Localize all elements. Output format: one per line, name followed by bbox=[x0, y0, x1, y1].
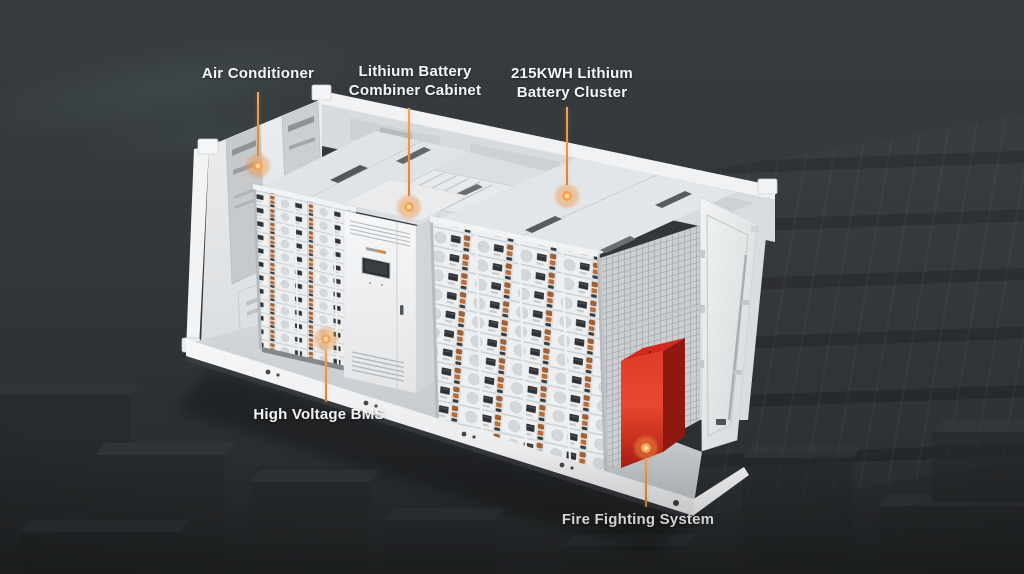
glow-dot bbox=[553, 182, 581, 210]
storage-container bbox=[181, 84, 778, 521]
callout-text: Lithium Battery bbox=[358, 63, 472, 80]
callout-text: Air Conditioner bbox=[201, 65, 315, 82]
callout-text: Fire Fighting System bbox=[561, 511, 715, 528]
door-lock-rod bbox=[727, 254, 748, 421]
leader-line bbox=[325, 350, 327, 402]
building-cube bbox=[385, 520, 495, 574]
door-handle bbox=[716, 419, 726, 425]
leader-line bbox=[566, 107, 568, 185]
callout-label: 215KWH Lithium Battery Cluster bbox=[500, 64, 644, 102]
callout-label: Air Conditioner bbox=[183, 64, 333, 83]
leader-line bbox=[257, 92, 259, 156]
left-battery-rack bbox=[253, 184, 362, 374]
building-cube bbox=[878, 506, 1024, 574]
callout-label: Lithium Battery Combiner Cabinet bbox=[341, 62, 489, 100]
callout-label: High Voltage BMS bbox=[243, 405, 395, 424]
leader-line bbox=[645, 458, 647, 507]
building-cube bbox=[565, 546, 685, 574]
right-battery-cluster bbox=[430, 216, 608, 479]
glow-dot bbox=[395, 193, 423, 221]
callout-text: Combiner Cabinet bbox=[348, 82, 482, 99]
right-door bbox=[699, 196, 759, 452]
building-cube bbox=[742, 458, 852, 574]
cabinet-display bbox=[361, 256, 391, 280]
callout-text: 215KWH Lithium bbox=[511, 65, 633, 82]
glow-dot bbox=[244, 152, 272, 180]
callout-label: Fire Fighting System bbox=[557, 510, 719, 529]
container-ground-shadow bbox=[175, 370, 700, 555]
cabinet-handle bbox=[400, 305, 404, 315]
brand-logo bbox=[366, 247, 386, 255]
cabinet-louvers bbox=[351, 351, 405, 382]
callout-text: High Voltage BMS bbox=[253, 406, 385, 423]
building-cube bbox=[20, 532, 180, 574]
callout-text: Battery Cluster bbox=[516, 84, 628, 101]
building-cube bbox=[932, 432, 1024, 502]
glow-dot bbox=[632, 434, 660, 462]
building-cube bbox=[250, 482, 370, 574]
bottom-front-rail bbox=[186, 339, 749, 521]
glow-dot bbox=[312, 325, 340, 353]
leader-line bbox=[408, 108, 410, 196]
